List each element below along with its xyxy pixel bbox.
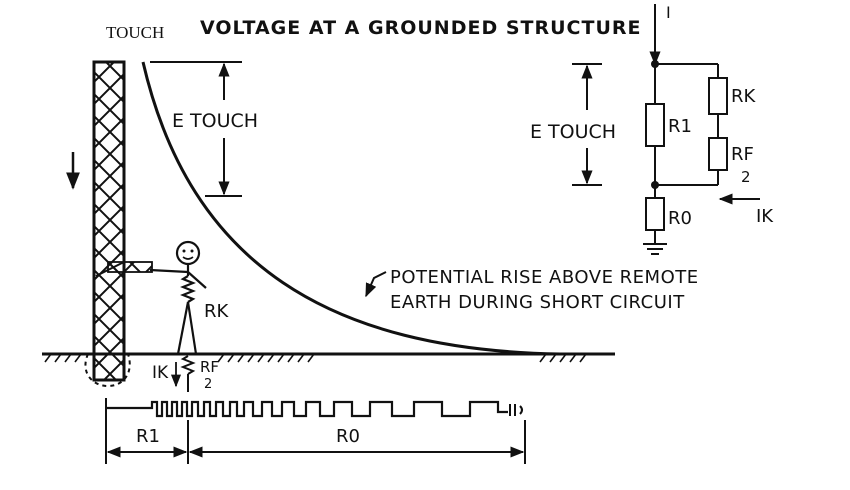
circuit-rf-denominator: 2 xyxy=(741,168,751,186)
potential-text-line1: POTENTIAL RISE ABOVE REMOTE xyxy=(390,267,699,288)
rk-label: RK xyxy=(204,301,230,322)
ground-line xyxy=(42,352,615,388)
potential-rise-curve xyxy=(141,61,561,356)
circuit-e-touch-label: E TOUCH xyxy=(530,121,616,143)
potential-text-line2: EARTH DURING SHORT CIRCUIT xyxy=(390,292,685,313)
r0-distance-label: R0 xyxy=(336,426,360,447)
e-touch-label: E TOUCH xyxy=(172,110,258,132)
current-i-label: I xyxy=(666,3,671,22)
e-touch-dimension xyxy=(150,61,242,197)
title-prefix: TOUCH xyxy=(106,23,164,42)
circuit-rk-label: RK xyxy=(731,86,757,107)
ik-label: IK xyxy=(152,363,169,383)
circuit-rf-label: RF xyxy=(731,144,754,165)
distance-dimensions xyxy=(105,398,526,464)
rf-label: RF xyxy=(200,358,219,376)
tower-structure xyxy=(92,60,126,382)
r1-distance-label: R1 xyxy=(136,426,160,447)
title-main: VOLTAGE AT A GROUNDED STRUCTURE xyxy=(200,17,641,39)
potential-pointer xyxy=(365,271,387,298)
equivalent-circuit xyxy=(572,4,760,255)
person-figure xyxy=(95,240,207,392)
circuit-ik-label: IK xyxy=(756,206,774,227)
ground-resistance-line xyxy=(106,400,523,418)
circuit-r0-label: R0 xyxy=(668,208,692,229)
circuit-r1-label: R1 xyxy=(668,116,692,137)
rf-denominator: 2 xyxy=(204,377,212,392)
